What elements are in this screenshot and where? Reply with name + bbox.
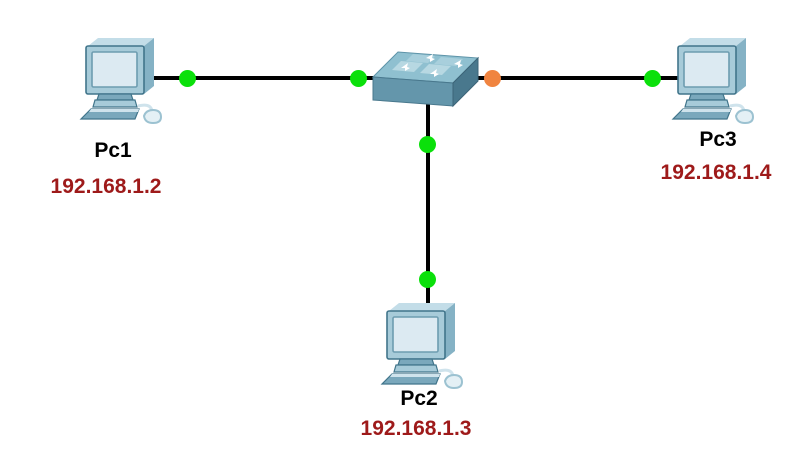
link-status-up-icon (350, 70, 367, 87)
cable-pc1-switch[interactable] (150, 76, 382, 80)
link-status-up-icon (419, 271, 436, 288)
cable-switch-pc3[interactable] (476, 76, 680, 80)
device-ip-pc3: 192.168.1.4 (660, 161, 772, 184)
switch-icon (371, 51, 480, 108)
pc-icon (380, 303, 464, 390)
device-pc2[interactable] (379, 301, 479, 398)
link-status-up-icon (644, 70, 661, 87)
device-switch[interactable] (368, 44, 480, 113)
device-label-pc3: Pc3 (699, 128, 737, 151)
device-ip-pc1: 192.168.1.2 (50, 175, 162, 198)
device-pc3[interactable] (670, 36, 770, 133)
link-status-amber-icon (484, 70, 501, 87)
pc-icon (79, 38, 163, 125)
device-label-pc1: Pc1 (94, 139, 132, 162)
pc-icon (671, 38, 755, 125)
device-label-pc2: Pc2 (400, 387, 438, 410)
link-status-up-icon (419, 136, 436, 153)
link-status-up-icon (179, 70, 196, 87)
device-pc1[interactable] (78, 36, 178, 133)
cable-switch-pc2[interactable] (426, 98, 430, 310)
device-ip-pc2: 192.168.1.3 (360, 417, 472, 440)
